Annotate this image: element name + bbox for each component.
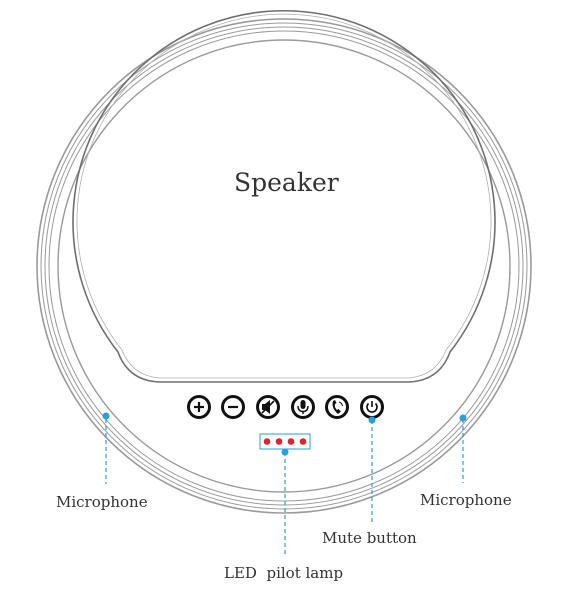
power-icon xyxy=(366,401,378,413)
led-dot xyxy=(287,438,295,445)
microphone-right-label: Microphone xyxy=(420,491,512,509)
mic-button[interactable] xyxy=(291,395,315,419)
volume-up-button[interactable] xyxy=(187,395,211,419)
led-dot xyxy=(275,438,283,445)
mic-right-dot xyxy=(459,414,467,422)
plus-icon xyxy=(194,402,204,412)
led-pilot-lamp xyxy=(259,433,311,450)
mute-dot xyxy=(368,416,376,424)
led-dot xyxy=(299,438,307,445)
microphone-left-label: Microphone xyxy=(56,493,148,511)
led-callout-dot xyxy=(281,448,289,456)
speaker-label: Speaker xyxy=(234,168,339,197)
power-button[interactable] xyxy=(360,395,384,419)
led-dot xyxy=(263,438,271,445)
callout-dots xyxy=(102,412,467,456)
mute-button-label: Mute button xyxy=(322,529,417,547)
call-button[interactable] xyxy=(325,395,349,419)
phone-icon xyxy=(332,400,344,414)
device-body xyxy=(36,18,532,514)
button-row xyxy=(187,395,384,419)
led-pilot-lamp-label: LED pilot lamp xyxy=(224,564,344,582)
speaker-grille xyxy=(72,9,496,383)
volume-down-button[interactable] xyxy=(221,395,245,419)
mic-left-dot xyxy=(102,412,110,420)
callout-lines xyxy=(105,419,464,556)
microphone-icon xyxy=(297,400,309,414)
speaker-mute-button[interactable] xyxy=(256,395,280,419)
speaker-grille-inner xyxy=(76,13,492,379)
speaker-off-icon xyxy=(261,400,275,414)
